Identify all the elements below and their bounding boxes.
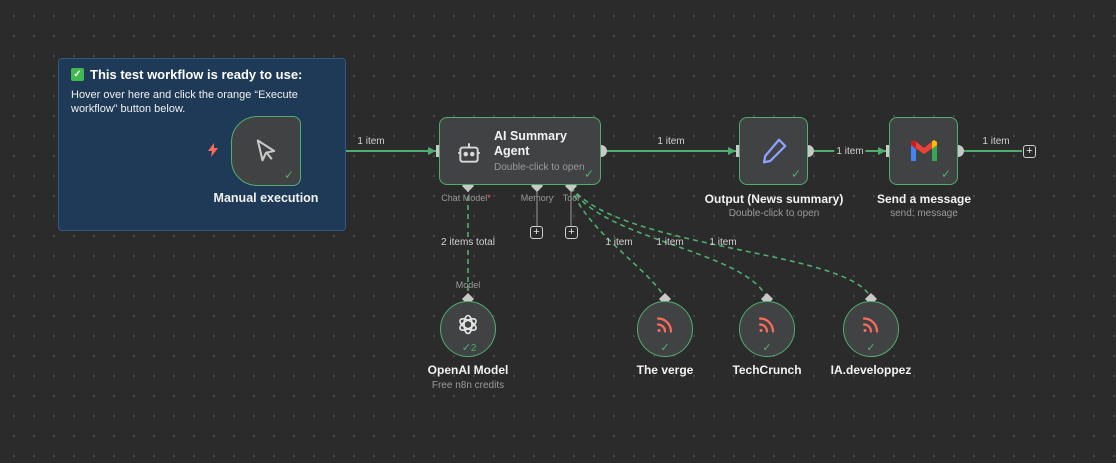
edge-label-tool-iadev: 1 item [709,237,737,248]
output-input-port[interactable] [736,145,741,157]
success-check-icon: ✓ [583,167,594,181]
edge-label-agent-output: 1 item [655,136,687,147]
sticky-title: ✓ This test workflow is ready to use: [71,67,333,82]
techcrunch-title: TechCrunch [732,363,802,377]
openai-icon [456,312,480,341]
edge-tool-techcrunch[interactable] [570,186,768,299]
edge-label-tool-verge: 1 item [605,237,633,248]
trigger-bolt-icon [207,143,219,162]
openai-model-node[interactable]: ✓2 [440,301,496,357]
agent-subtitle: Double-click to open [494,162,585,173]
edge-label-model: 2 items total [439,237,497,248]
edge-label-output-gmail: 1 item [834,146,866,157]
success-check-icon: ✓ [790,167,801,181]
success-check-icon: ✓ [283,168,294,182]
add-tool-button[interactable]: + [565,226,578,239]
openai-node-title: OpenAI Model [427,363,509,377]
openai-node-subtitle: Free n8n credits [431,380,505,391]
manual-execution-node[interactable]: ✓ [231,116,301,186]
success-check-icon: ✓ [762,342,772,354]
ia-developpez-title: IA.developpez [830,363,912,377]
gmail-icon [909,139,939,163]
success-check-icon: ✓ [866,342,876,354]
tool-port-label: Tool [562,193,580,203]
rss-icon [757,314,777,339]
success-check-icon: ✓ [660,342,670,354]
robot-icon [456,140,482,171]
rss-icon [861,314,881,339]
add-next-node-button[interactable]: + [1023,145,1036,158]
ai-summary-agent-node[interactable]: AI Summary Agent Double-click to open ✓ [439,117,601,185]
gmail-node-title: Send a message [876,192,972,206]
cursor-icon [252,137,280,165]
output-node-subtitle: Double-click to open [728,208,820,219]
agent-title: AI Summary Agent [494,129,567,158]
output-node-title: Output (News summary) [704,192,844,206]
the-verge-node[interactable]: ✓ [637,301,693,357]
sticky-note[interactable]: ✓ This test workflow is ready to use: Ho… [58,58,346,231]
edge-label-gmail-out: 1 item [980,136,1012,147]
ia-developpez-node[interactable]: ✓ [843,301,899,357]
sticky-body: Hover over here and click the orange “Ex… [71,89,298,115]
success-check-icon: ✓2 [461,342,477,355]
success-check-icon: ✓ [940,167,951,181]
chat-model-port-label: Chat Model* [441,193,491,203]
add-memory-button[interactable]: + [530,226,543,239]
edge-tool-iadev[interactable] [570,186,872,299]
edge-label-manual-agent: 1 item [355,136,387,147]
checkmark-icon: ✓ [71,68,84,81]
send-message-node[interactable]: ✓ [889,117,958,185]
output-news-summary-node[interactable]: ✓ [739,117,808,185]
agent-input-port[interactable] [436,145,441,157]
pen-icon [759,136,789,166]
memory-port-label: Memory [520,193,554,203]
edge-label-tool-techcrunch: 1 item [656,237,684,248]
manual-node-title: Manual execution [213,191,319,205]
gmail-input-port[interactable] [886,145,891,157]
rss-icon [655,314,675,339]
techcrunch-node[interactable]: ✓ [739,301,795,357]
model-port-label: Model [455,280,481,290]
the-verge-title: The verge [636,363,694,377]
gmail-node-subtitle: send: message [890,208,958,219]
